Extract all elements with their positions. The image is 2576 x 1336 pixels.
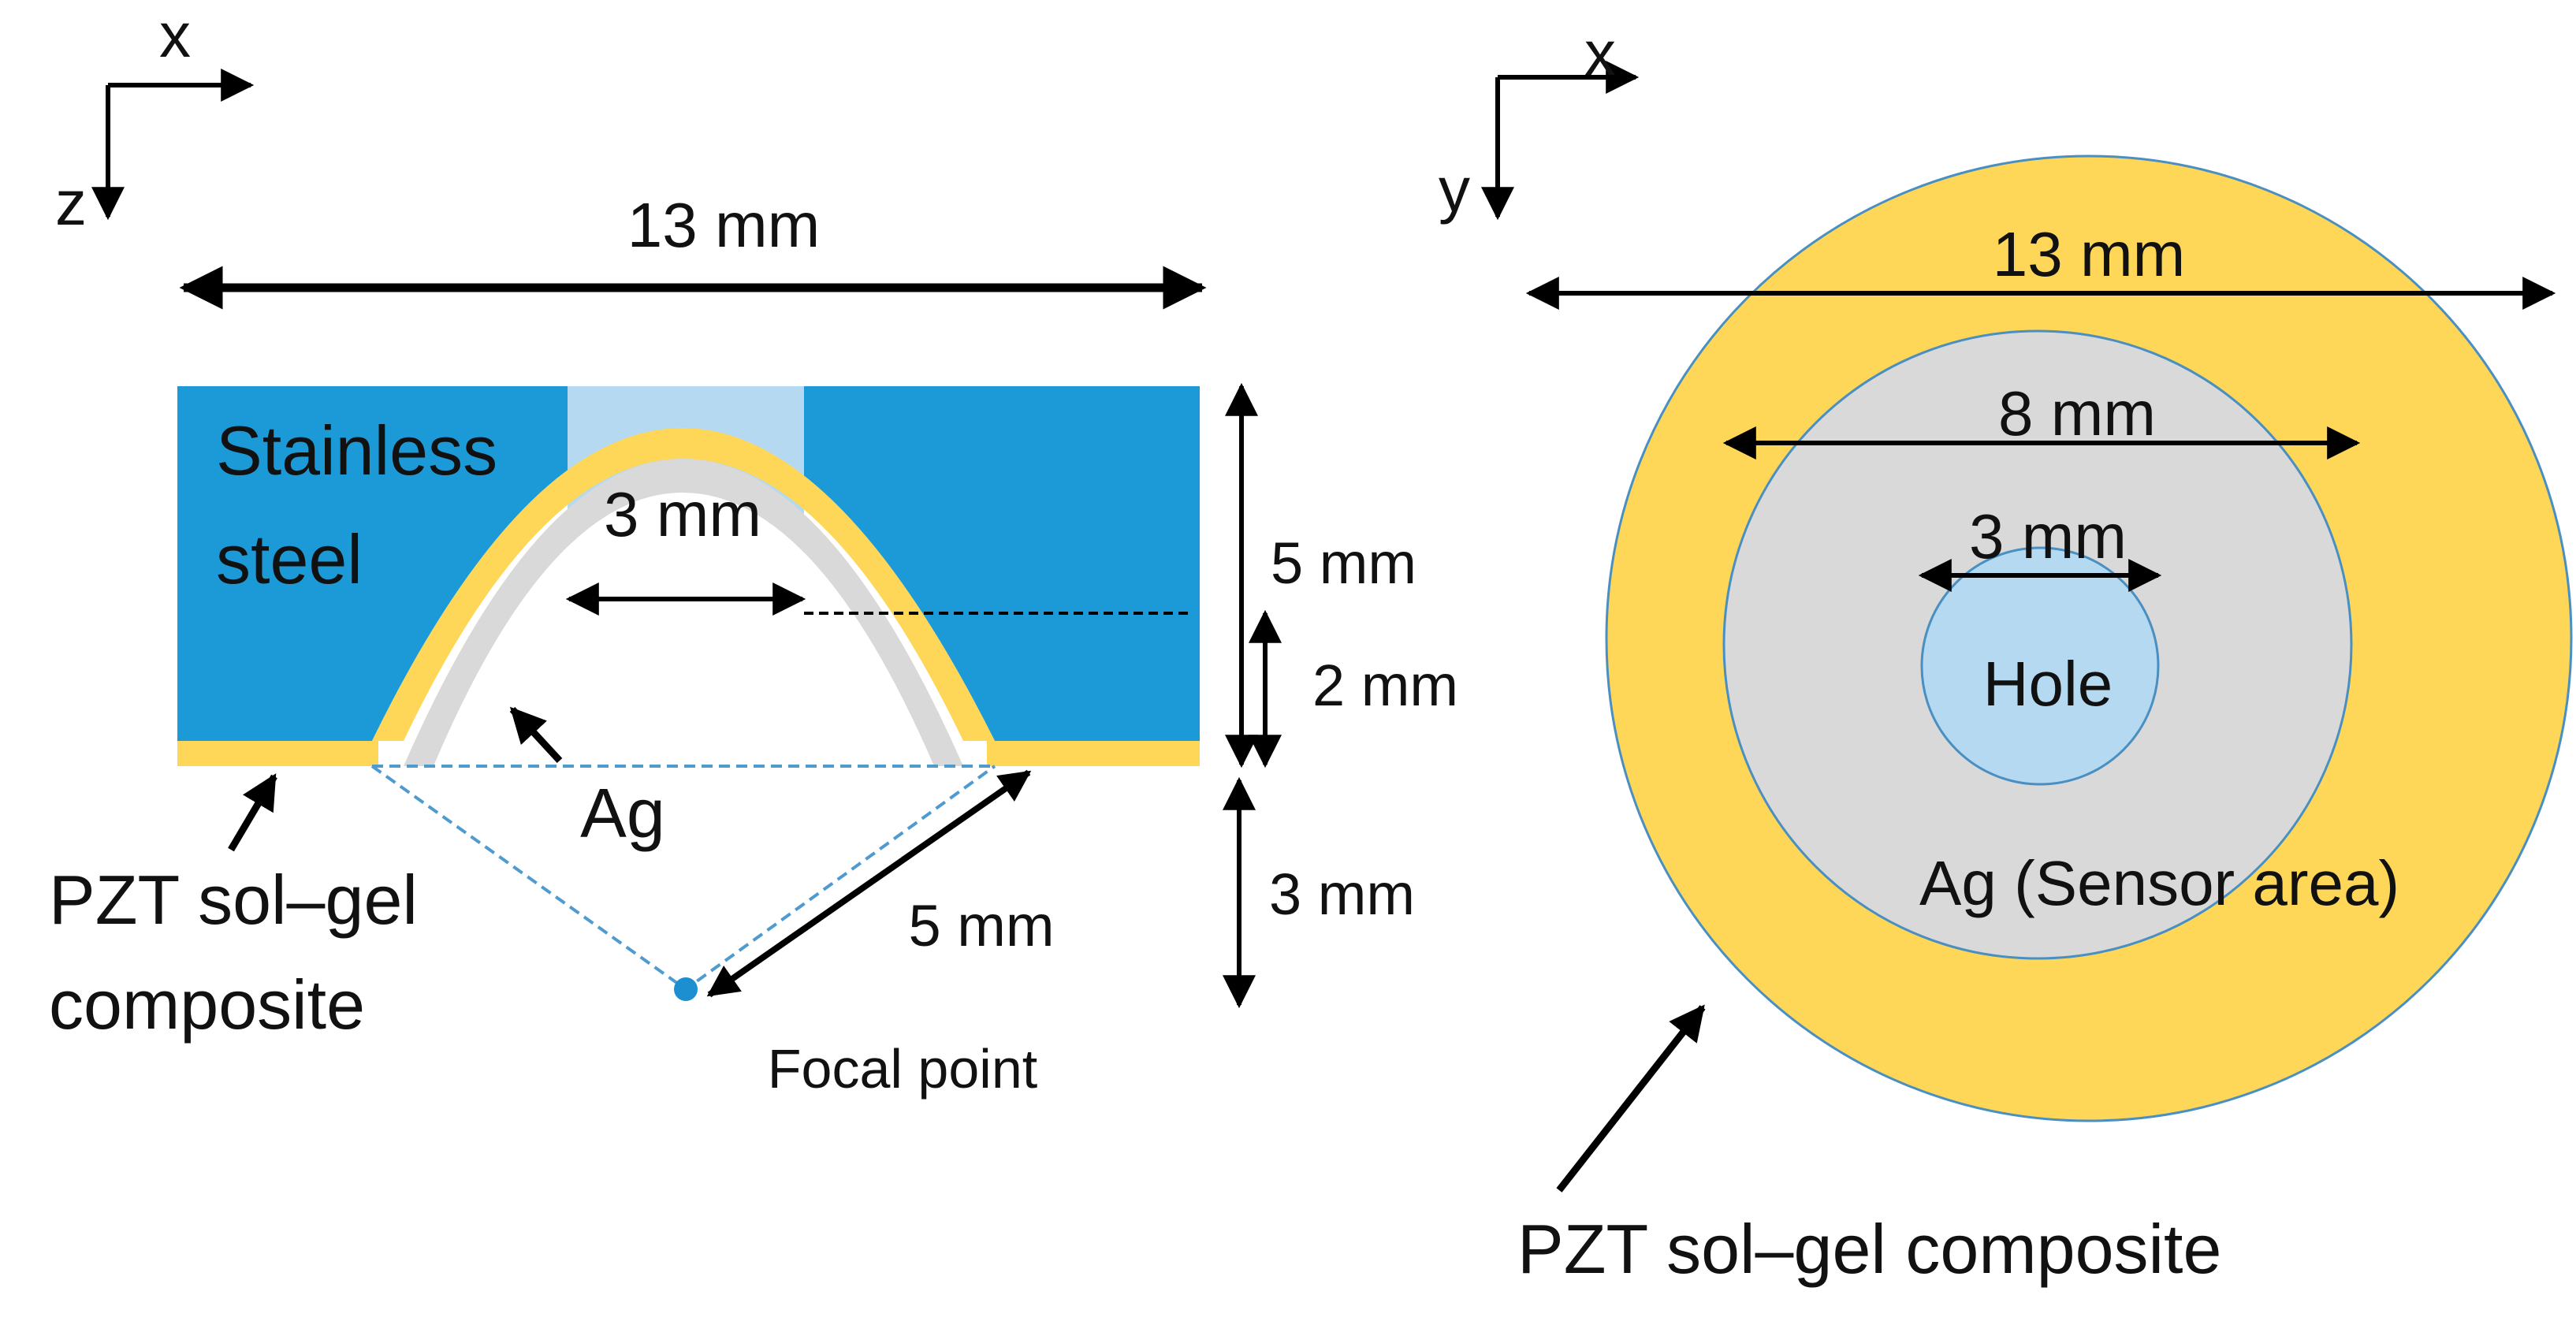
center-hole-circle (1920, 546, 2160, 786)
steel-label-line2: steel (216, 520, 363, 598)
below-depth-label: 3 mm (1269, 862, 1415, 927)
ag-pointer-arrow (509, 706, 563, 764)
focal-point-label: Focal point (768, 1038, 1037, 1100)
focal-point-dot (674, 977, 698, 1001)
dome-cavity (434, 493, 934, 766)
radius-label: 5 mm (909, 893, 1055, 958)
pzt-pointer-arrow (228, 773, 277, 852)
steel-label-line1: Stainless (216, 411, 497, 489)
hole-width-label: 3 mm (604, 479, 761, 549)
right-axes: x y (1439, 18, 1640, 225)
inner-diameter-label: 3 mm (1969, 501, 2127, 571)
ag-label: Ag (580, 774, 665, 852)
pzt-bottom-right-layer (987, 741, 1200, 766)
left-width-label: 13 mm (627, 190, 821, 260)
hole-label: Hole (1983, 649, 2113, 719)
left-z-axis-label: z (55, 168, 87, 238)
dome-depth-label: 2 mm (1312, 653, 1458, 718)
pzt-label-line1: PZT sol–gel (49, 861, 418, 939)
radius-dimension-arrow (706, 769, 1032, 998)
ag-sensor-label: Ag (Sensor area) (1919, 848, 2399, 918)
left-axes: x z (55, 0, 255, 238)
pzt-label-line2: composite (49, 966, 365, 1044)
ag-electrode-layer (404, 459, 963, 766)
left-x-axis-label: x (159, 0, 191, 70)
cross-section-view: x z 13 mm 3 mm Stainless steel 5 mm Fo (49, 0, 1458, 1100)
top-view: x y 13 mm 8 mm 3 mm Hole Ag (Sensor area… (1439, 18, 2573, 1288)
middle-diameter-label: 8 mm (1998, 378, 2156, 448)
total-thickness-label: 5 mm (1271, 530, 1416, 596)
pzt-bottom-left-layer (177, 741, 378, 766)
right-y-axis-label: y (1439, 154, 1470, 225)
right-x-axis-label: x (1584, 18, 1616, 88)
right-pzt-label: PZT sol–gel composite (1517, 1210, 2221, 1288)
pzt-dome-layer (372, 428, 995, 741)
right-pzt-pointer-arrow (1556, 1004, 1706, 1193)
focal-cone-dashed-lines (370, 765, 996, 992)
stainless-steel-block (177, 386, 1200, 741)
outer-diameter-label: 13 mm (1993, 219, 2186, 289)
